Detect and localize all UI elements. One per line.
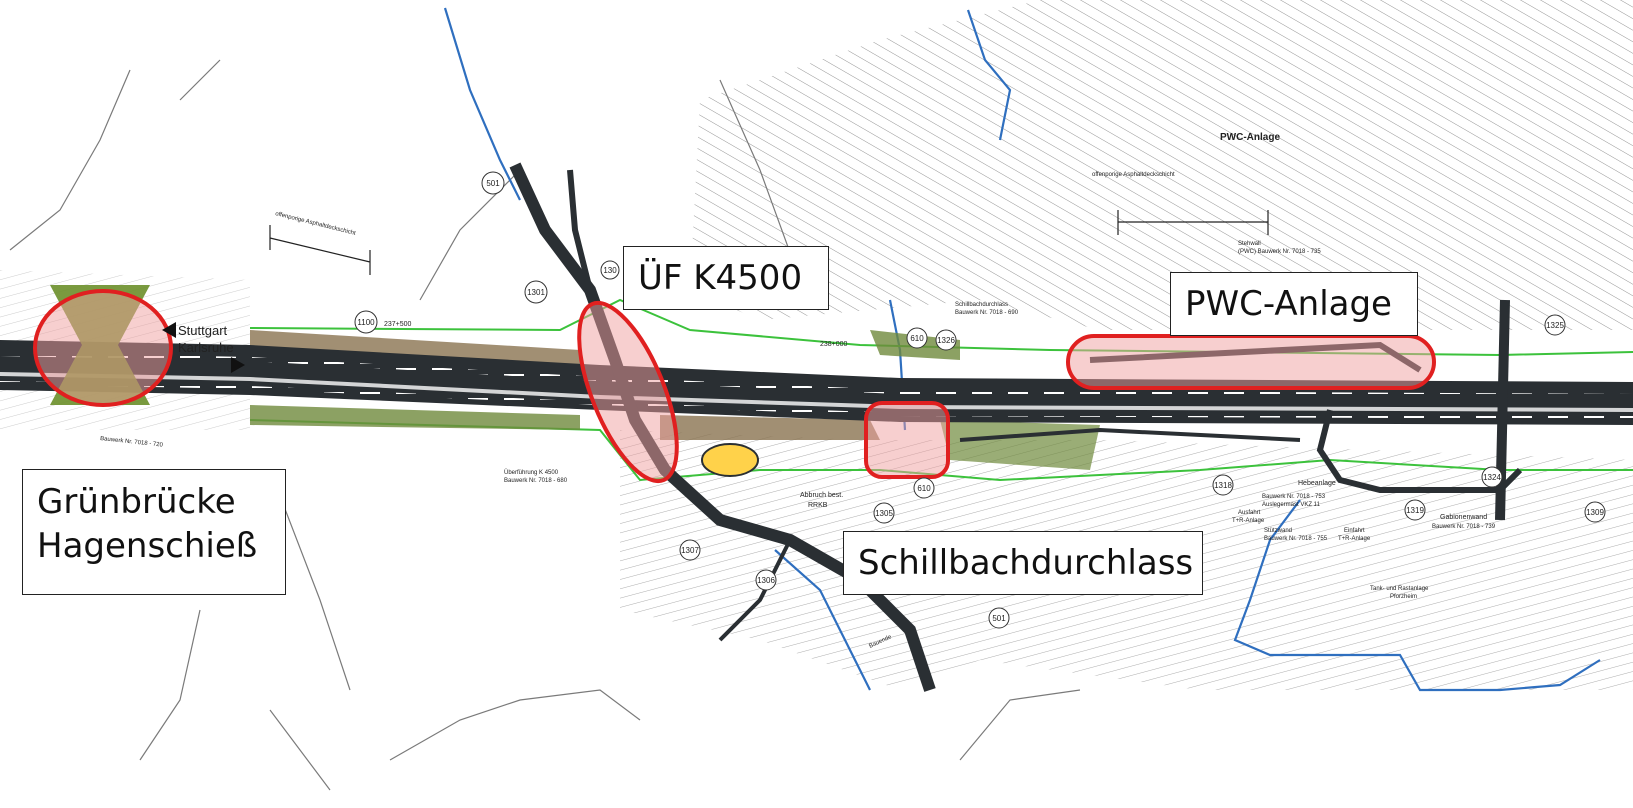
label-stuetzwand: Stützwand <box>1264 528 1292 534</box>
label-tank: Tank- und Rastanlage <box>1370 586 1429 592</box>
label-offenporige-1: offenporige Asphaltdeckschicht <box>275 211 357 237</box>
marker: 1301 <box>527 288 545 297</box>
dimension-lines <box>269 210 1269 275</box>
water-courses <box>443 7 1601 692</box>
highlight-gruenbruecke <box>33 289 173 407</box>
label-abbruch: Abbruch best. <box>800 492 843 499</box>
label-einfahrt: Einfahrt <box>1344 528 1365 534</box>
label-auslegermast: Auslegermast VKZ 11 <box>1262 502 1321 508</box>
callout-pwc-anlage: PWC-Anlage <box>1170 272 1418 336</box>
label-pforzheim: Pforzheim <box>1390 594 1417 600</box>
marker: 1318 <box>1214 481 1232 490</box>
marker: 1306 <box>757 576 775 585</box>
label-ueberfuehrung: Überführung K 4500 <box>504 469 559 476</box>
direction-arrows <box>162 322 245 373</box>
label-hebeanlage: Hebeanlage <box>1298 480 1336 487</box>
label-station-237: 237+500 <box>384 321 412 328</box>
marker: 1309 <box>1586 508 1604 517</box>
plan-lines <box>9 59 1081 791</box>
label-bauwerk-k4500: Bauwerk Nr. 7018 - 680 <box>504 478 568 484</box>
label-bauwerk-739: Bauwerk Nr. 7018 - 739 <box>1432 524 1496 530</box>
label-bauwerk-753: Bauwerk Nr. 7018 - 753 <box>1262 494 1326 500</box>
label-stehwall: Stehwall <box>1238 241 1261 247</box>
highlight-schillbach <box>864 401 950 479</box>
label-bauwerk-755: Bauwerk Nr. 7018 - 755 <box>1264 536 1328 542</box>
marker: 1325 <box>1546 321 1564 330</box>
highlight-uef-k4500 <box>577 300 679 484</box>
label-gabionenwand: Gabionenwand <box>1440 514 1487 521</box>
marker: 610 <box>917 484 931 493</box>
label-stuttgart: Stuttgart <box>178 323 228 338</box>
highlight-pwc <box>1066 334 1436 390</box>
marker: 610 <box>910 334 924 343</box>
marker: 130 <box>603 266 617 275</box>
label-station-238: 238+000 <box>820 341 848 348</box>
marker: 1326 <box>937 336 955 345</box>
marker: 1319 <box>1406 506 1424 515</box>
label-bauwerk-720: Bauwerk Nr. 7018 - 720 <box>100 436 164 449</box>
marker: 1324 <box>1483 473 1501 482</box>
highlight-areas <box>33 289 1436 484</box>
callout-uef-k4500: ÜF K4500 <box>623 246 829 310</box>
label-rrkb: RRKB <box>808 502 828 509</box>
rrkb-basin <box>701 443 759 477</box>
station-markers: 501 1301 1100 130 1302 610 1326 610 1305… <box>354 171 1606 629</box>
marker: 501 <box>992 614 1006 623</box>
marker: 1305 <box>875 509 893 518</box>
callout-gruenbruecke-line2: Hagenschieß <box>37 526 258 567</box>
label-ausfahrt: Ausfahrt <box>1238 510 1261 516</box>
label-pwc-small: PWC-Anlage <box>1220 132 1280 143</box>
label-bauwerk-schillbach: Bauwerk Nr. 7018 - 690 <box>955 310 1019 316</box>
callout-gruenbruecke: Grünbrücke Hagenschieß <box>22 469 286 595</box>
label-schillbach-small: Schillbachdurchlass <box>955 302 1008 308</box>
callout-uef-k4500-text: ÜF K4500 <box>638 258 803 298</box>
label-karlsruhe: Karlsruhe <box>178 340 234 355</box>
marker: 1307 <box>681 546 699 555</box>
label-offenporige-2: offenporige Asphaltdeckschicht <box>1092 172 1175 178</box>
callout-gruenbruecke-line1: Grünbrücke <box>37 482 236 522</box>
label-t-r-anlage-2: T+R-Anlage <box>1338 536 1371 542</box>
marker: 501 <box>486 179 500 188</box>
label-bauwerk-pwc: (PWC) Bauwerk Nr. 7018 - 735 <box>1238 249 1321 255</box>
callout-schillbach-text: Schillbachdurchlass <box>858 543 1194 583</box>
label-t-r-anlage: T+R-Anlage <box>1232 518 1265 524</box>
callout-schillbachdurchlass: Schillbachdurchlass <box>843 531 1203 595</box>
marker: 1100 <box>357 318 375 327</box>
callout-pwc-anlage-text: PWC-Anlage <box>1185 284 1392 324</box>
